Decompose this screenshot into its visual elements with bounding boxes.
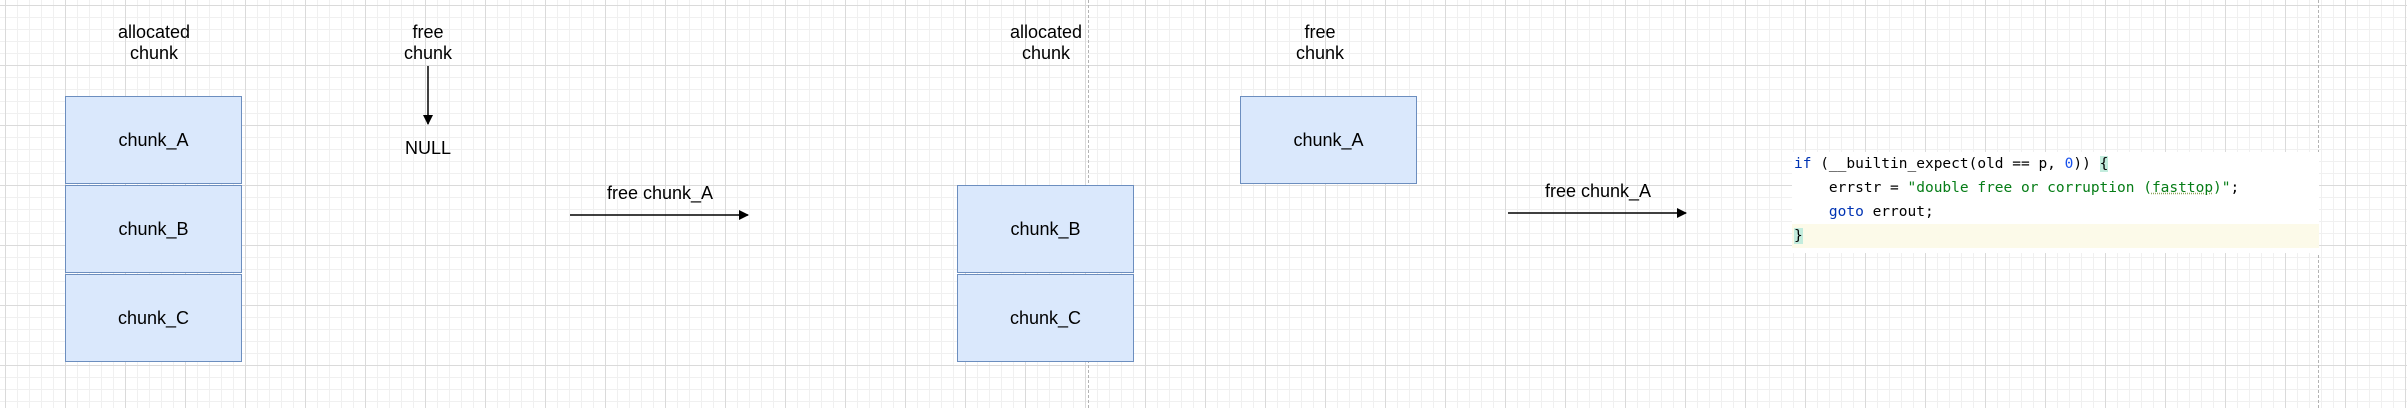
chunk-b-allocated[interactable]: chunk_B <box>65 185 242 273</box>
code-goto-indent <box>1794 204 1829 220</box>
code-keyword-if: if <box>1794 156 1812 172</box>
code-string-open: "double free or corruption ( <box>1907 180 2152 196</box>
transition-label-1: free chunk_A <box>606 183 714 203</box>
code-semicolon: ; <box>2230 180 2240 196</box>
null-label: NULL <box>404 138 452 158</box>
code-open-brace: { <box>2099 156 2109 172</box>
code-string-fasttop: fasttop <box>2151 180 2214 196</box>
code-keyword-goto: goto <box>1828 204 1864 220</box>
code-builtin-call: (__builtin_expect(old == p, <box>1820 156 2065 172</box>
code-line-if: if (__builtin_expect(old == p, 0)) { <box>1792 152 2319 176</box>
code-line-errstr: errstr = "double free or corruption (fas… <box>1792 176 2319 200</box>
allocated-chunk-label-right: allocated chunk <box>1009 22 1083 63</box>
code-number-zero: 0 <box>2064 156 2074 172</box>
chunk-c-allocated[interactable]: chunk_C <box>65 274 242 362</box>
code-close-brace: } <box>1794 228 1803 244</box>
free-chunk-label-left: free chunk <box>403 22 453 63</box>
code-goto-target: errout; <box>1863 204 1934 220</box>
code-string-close: )" <box>2213 180 2231 196</box>
allocated-chunk-label-left: allocated chunk <box>117 22 191 63</box>
code-close-paren: )) <box>2073 156 2100 172</box>
code-line-goto: goto errout; <box>1792 200 2319 224</box>
free-chunk-label-right: free chunk <box>1295 22 1345 63</box>
chunk-a-free[interactable]: chunk_A <box>1240 96 1417 184</box>
chunk-a-allocated[interactable]: chunk_A <box>65 96 242 184</box>
code-errstr-assign: errstr = <box>1794 180 1908 196</box>
code-snippet: if (__builtin_expect(old == p, 0)) { err… <box>1792 152 2319 253</box>
transition-label-2: free chunk_A <box>1544 181 1652 201</box>
chunk-b-remaining[interactable]: chunk_B <box>957 185 1134 273</box>
code-line-close: } <box>1792 224 2319 248</box>
chunk-c-remaining[interactable]: chunk_C <box>957 274 1134 362</box>
